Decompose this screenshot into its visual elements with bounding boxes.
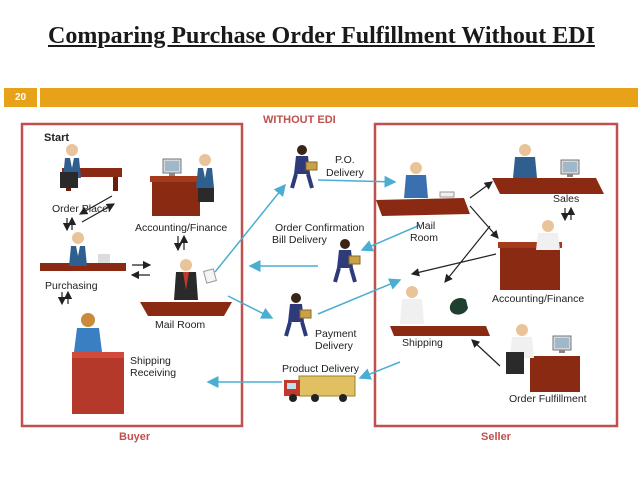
bill-delivery-label: Bill Delivery [272, 234, 328, 246]
arrow-accounting-to-seller-shipping [410, 253, 497, 277]
buyer-mail-room-label: Mail Room [155, 319, 205, 331]
seller-accounting-figure [498, 220, 562, 290]
seller-box [373, 122, 619, 428]
arrow-payment-to-seller [317, 278, 402, 315]
sales-figure [492, 144, 604, 194]
payment-courier-figure [284, 291, 313, 338]
seller-shipping-figure [390, 286, 490, 336]
seller-mail-label: Mail [416, 220, 435, 232]
arrow-fulfillment-to-shipping [471, 339, 501, 367]
po-fulfillment-diagram: WITHOUT EDI Buyer Seller Start Order Pla… [20, 114, 619, 443]
po-label: P.O. [335, 154, 355, 166]
diagram-heading: WITHOUT EDI [263, 114, 336, 126]
buyer-box [20, 122, 244, 428]
arrow-mail-to-payment [227, 295, 274, 319]
buyer-label: Buyer [119, 431, 151, 443]
arrow-mail-to-accounting [469, 205, 499, 239]
seller-shipping-label: Shipping [402, 337, 443, 349]
shipping-receiving-figure [72, 313, 124, 414]
order-fulfillment-figure [506, 324, 580, 392]
accent-bar [40, 88, 638, 107]
product-delivery-label: Product Delivery [282, 363, 360, 375]
purchasing-figure [40, 232, 126, 271]
sales-label: Sales [553, 193, 579, 205]
order-placer-figure [60, 144, 122, 191]
arrow-placer-to-accounting [81, 203, 116, 223]
arrow-seller-to-confirmation [360, 224, 421, 252]
po-delivery-label: Delivery [326, 167, 365, 179]
po-courier-figure [290, 143, 319, 190]
seller-accounting-label: Accounting/Finance [492, 293, 584, 305]
payment-delivery-label: Delivery [315, 340, 354, 352]
payment-label: Payment [315, 328, 357, 340]
receiving-label: Receiving [130, 367, 176, 379]
seller-mail-room-figure [376, 162, 470, 216]
seller-label: Seller [481, 431, 512, 443]
buyer-accounting-label: Accounting/Finance [135, 222, 227, 234]
slide-title: Comparing Purchase Order Fulfillment Wit… [48, 23, 595, 49]
shipping-label: Shipping [130, 355, 171, 367]
arrow-mail-to-sales [469, 181, 493, 199]
arrow-accounting-to-placer [78, 195, 113, 215]
order-fulfillment-label: Order Fulfillment [509, 393, 587, 405]
arrow-po-to-seller-mail [317, 175, 397, 188]
confirmation-courier-figure [333, 237, 362, 284]
arrow-accounting-to-shipping [444, 225, 491, 283]
buyer-mail-room-figure [140, 259, 232, 316]
arrow-mail-to-po-courier [214, 183, 286, 273]
slide-number: 20 [4, 88, 37, 107]
seller-room-label: Room [410, 232, 438, 244]
purchasing-label: Purchasing [45, 280, 98, 292]
delivery-truck-figure [284, 375, 356, 402]
start-label: Start [44, 132, 69, 144]
buyer-accounting-figure [150, 154, 214, 216]
arrow-seller-shipping-to-truck [358, 361, 401, 380]
order-confirmation-label: Order Confirmation [275, 222, 364, 234]
